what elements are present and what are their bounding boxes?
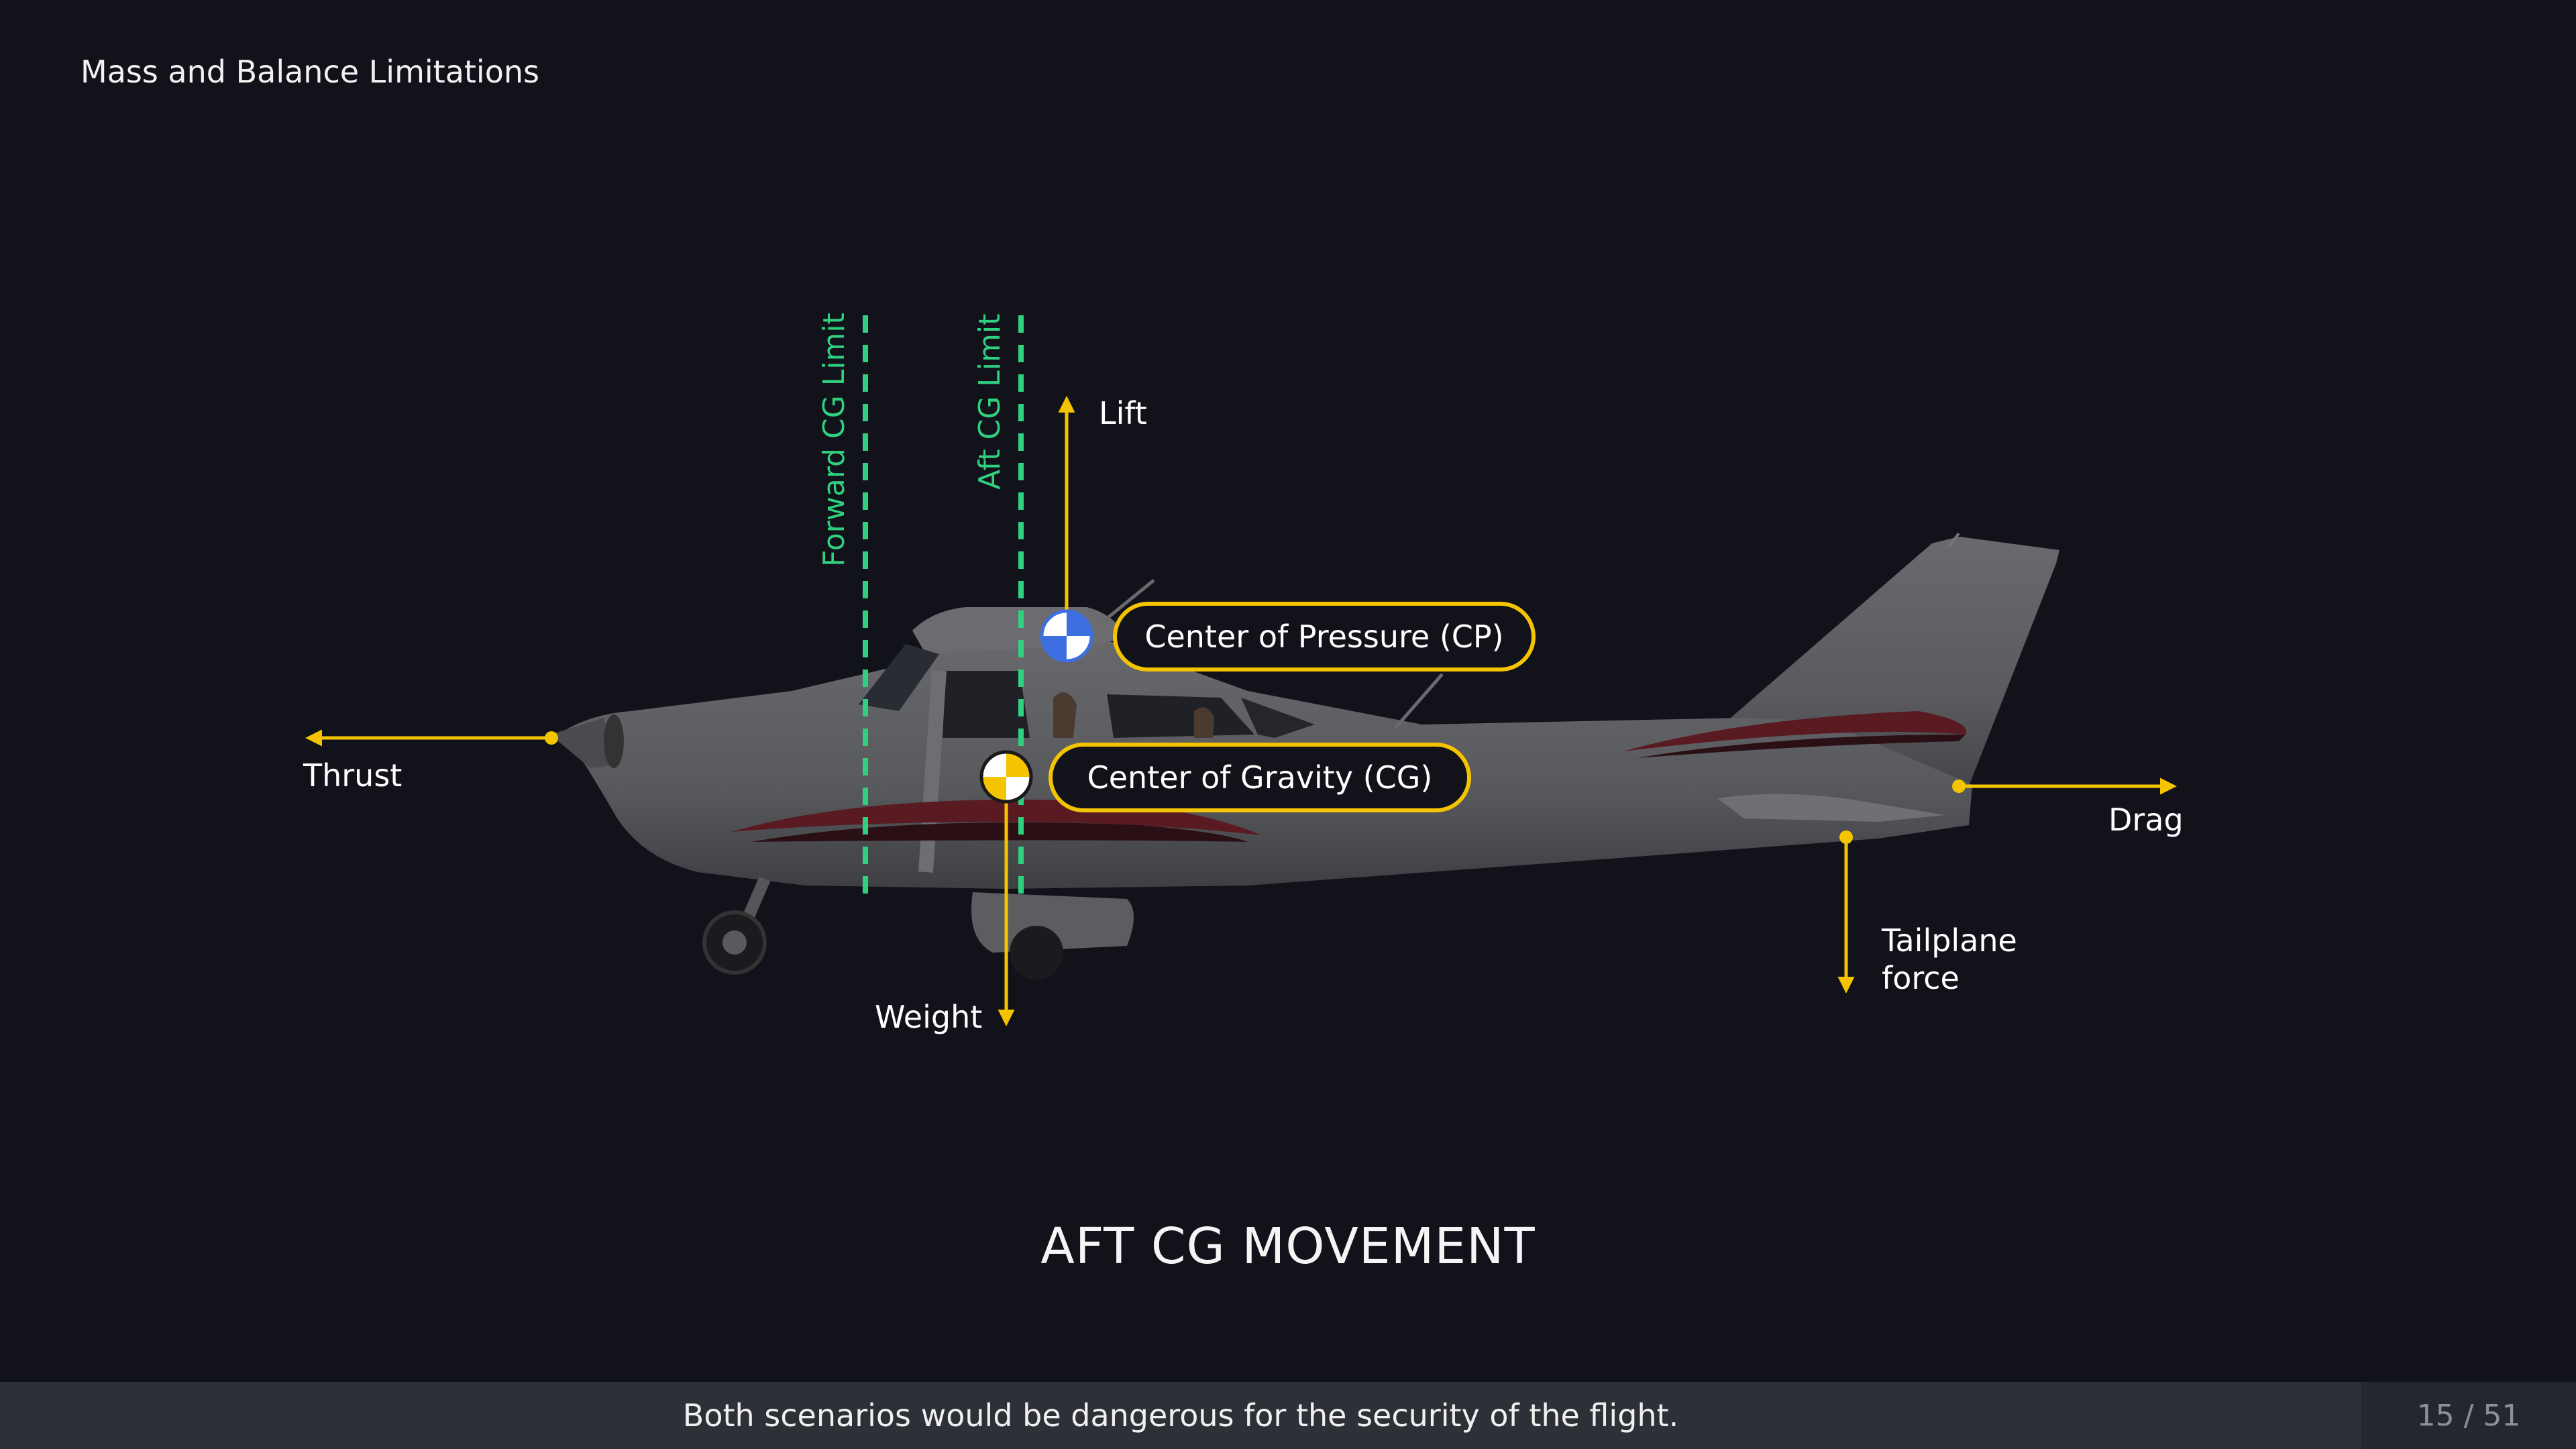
lift-label: Lift [1099, 395, 1147, 431]
cabin-window-front [943, 671, 1030, 738]
tailplane-label-line2: force [1882, 960, 1960, 996]
forward-cg-limit-label: Forward CG Limit [817, 313, 851, 567]
propeller [604, 714, 624, 768]
cg-callout-label: Center of Gravity (CG) [1087, 759, 1433, 796]
cp-callout [1113, 602, 1536, 672]
tail-stripe [1623, 711, 1967, 751]
slide-title: Mass and Balance Limitations [80, 54, 539, 90]
horizontal-stabilizer [1717, 794, 1945, 822]
page-counter: 15 / 51 [2361, 1382, 2576, 1449]
thrust-origin-dot [545, 731, 558, 745]
scenario-heading: AFT CG MOVEMENT [1040, 1218, 1536, 1275]
drag-origin-dot [1952, 780, 1966, 793]
cp-callout-label: Center of Pressure (CP) [1144, 619, 1503, 655]
footer-caption-bar: Both scenarios would be dangerous for th… [0, 1382, 2361, 1449]
tailplane-label-line1: Tailplane [1881, 922, 2017, 959]
windshield [859, 644, 939, 711]
drag-label: Drag [2108, 802, 2184, 838]
aft-cg-limit-label: Aft CG Limit [973, 314, 1007, 490]
main-wheel [1010, 926, 1063, 979]
cg-marker-icon [979, 750, 1033, 804]
spinner [550, 718, 617, 768]
footer-caption: Both scenarios would be dangerous for th… [682, 1397, 1679, 1434]
cabin-window-rear [1107, 694, 1254, 738]
cp-marker-icon [1040, 609, 1093, 663]
weight-label: Weight [875, 999, 982, 1035]
tailplane-origin-dot [1839, 830, 1853, 844]
cargo-pod [971, 892, 1134, 953]
thrust-label: Thrust [303, 757, 402, 794]
cg-callout [1049, 743, 1471, 812]
